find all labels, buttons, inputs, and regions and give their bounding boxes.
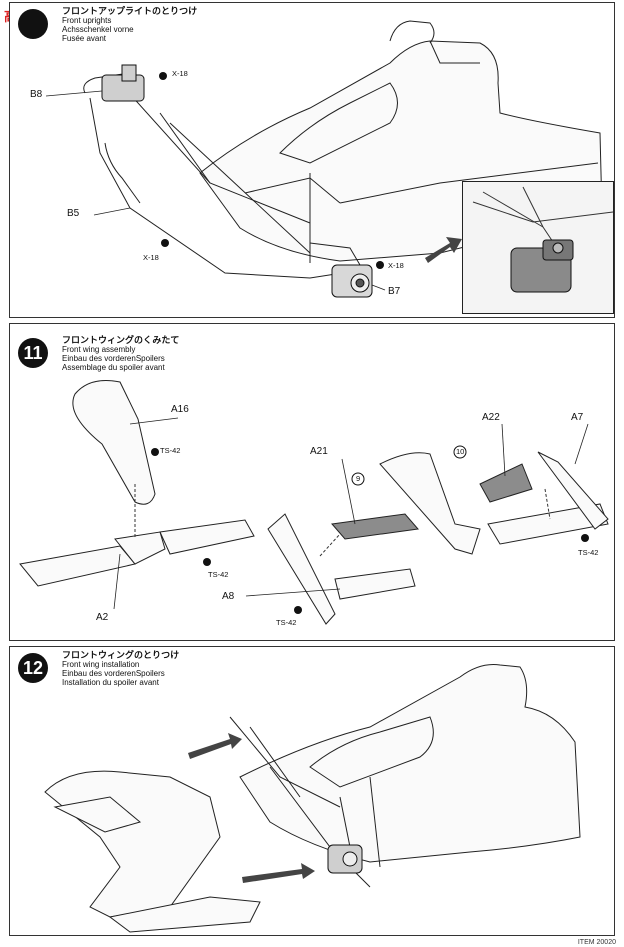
label-ts42-b: TS-42 [208,570,229,579]
label-a7: A7 [571,412,584,423]
step-12-title-fr: Installation du spoiler avant [62,678,159,687]
step-11-illustration [19,380,609,625]
detail-inset [462,181,614,314]
item-number: ITEM 20020 [577,939,616,946]
step-10-badge [18,9,48,39]
step-11-title-jp: フロントウィングのくみたて [62,335,180,345]
step-12-title-jp: フロントウィングのとりつけ [62,650,180,660]
step-12-illustration [44,664,581,933]
step-10-title-de: Achsschenkel vorne [62,25,134,34]
step-11-title-en: Front wing assembly [62,345,136,354]
label-ts42-c: TS-42 [276,618,297,627]
label-a22: A22 [482,412,500,423]
step-10-panel: フロントアップライトのとりつけ Front uprights Achsschen… [9,2,615,318]
step-10-title-en: Front uprights [62,16,112,25]
step-11-panel: 11 フロントウィングのくみたて Front wing assembly Ein… [9,323,615,641]
label-x18-top: X-18 [172,69,188,78]
step-12-title-de: Einbau des vorderenSpoilers [62,669,165,678]
step-10-titles: フロントアップライトのとりつけ Front uprights Achsschen… [62,6,198,44]
step-10-title-fr: Fusée avant [62,34,107,43]
step-11-title-fr: Assemblage du spoiler avant [62,363,165,372]
step-11-titles: フロントウィングのくみたて Front wing assembly Einbau… [62,335,180,373]
label-x18-bottom: X-18 [143,253,159,262]
label-a2: A2 [96,612,109,623]
label-a21: A21 [310,446,328,457]
label-x18-right: X-18 [388,261,404,270]
label-circle-9: 9 [356,474,361,483]
label-a8: A8 [222,591,235,602]
label-b7: B7 [388,286,401,297]
label-b8: B8 [30,89,43,100]
step-10-title-jp: フロントアップライトのとりつけ [62,6,198,16]
detail-inset-illustration [472,186,614,293]
step-11-badge: 11 [18,338,48,368]
label-a16: A16 [171,404,189,415]
step-12-title-en: Front wing installation [62,660,140,669]
label-ts42-d: TS-42 [578,548,599,557]
step-11-title-de: Einbau des vorderenSpoilers [62,354,165,363]
step-12-badge: 12 [18,653,48,683]
step-12-panel: 12 フロントウィングのとりつけ Front wing installation… [9,646,615,936]
label-b5: B5 [67,208,80,219]
step-12-titles: フロントウィングのとりつけ Front wing installation Ei… [62,650,180,688]
label-ts42-a: TS-42 [160,446,181,455]
label-circle-10: 10 [456,447,465,456]
